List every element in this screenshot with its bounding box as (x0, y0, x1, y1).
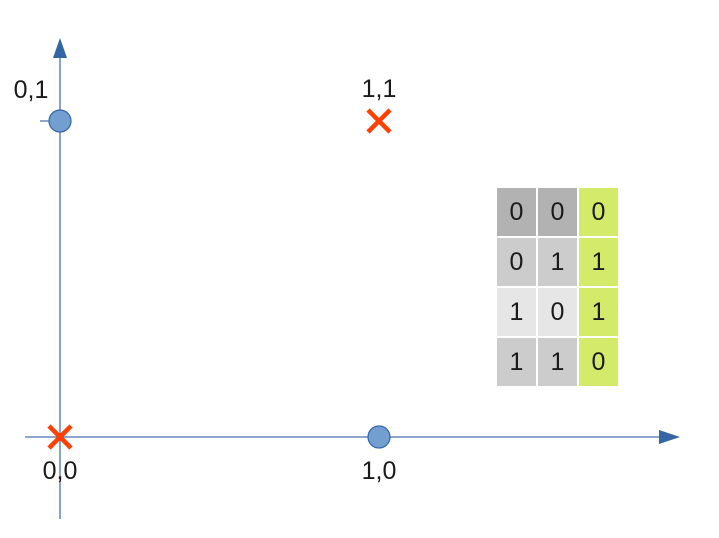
points-layer: 0,0 0,1 1,0 1,1 (14, 75, 397, 485)
circle-marker (367, 425, 391, 449)
cross-marker (47, 424, 73, 450)
input-cell: 0 (538, 188, 577, 236)
input-cell: 1 (497, 338, 536, 386)
input-cell: 0 (538, 288, 577, 336)
point-1-1: 1,1 (362, 75, 397, 134)
output-cell: 0 (579, 188, 618, 236)
cross-marker (366, 108, 392, 134)
point-label: 0,0 (43, 457, 78, 485)
point-label: 1,0 (362, 457, 397, 485)
input-cell: 0 (497, 238, 536, 286)
cross-stroke (47, 424, 73, 450)
output-cell: 1 (579, 238, 618, 286)
point-1-0: 1,0 (362, 425, 397, 485)
x-axis-arrowhead (659, 430, 680, 444)
circle-marker (48, 109, 72, 133)
input-cell: 1 (538, 238, 577, 286)
input-cell: 0 (497, 188, 536, 236)
output-cell: 0 (579, 338, 618, 386)
point-0-1: 0,1 (14, 76, 72, 133)
input-cell: 1 (538, 338, 577, 386)
input-cell: 1 (497, 288, 536, 336)
point-0-0: 0,0 (43, 424, 78, 485)
y-axis-arrowhead (53, 38, 67, 58)
x-axis (25, 430, 680, 444)
point-label: 0,1 (14, 76, 49, 104)
point-label: 1,1 (362, 75, 397, 103)
output-cell: 1 (579, 288, 618, 336)
cross-stroke (366, 108, 392, 134)
